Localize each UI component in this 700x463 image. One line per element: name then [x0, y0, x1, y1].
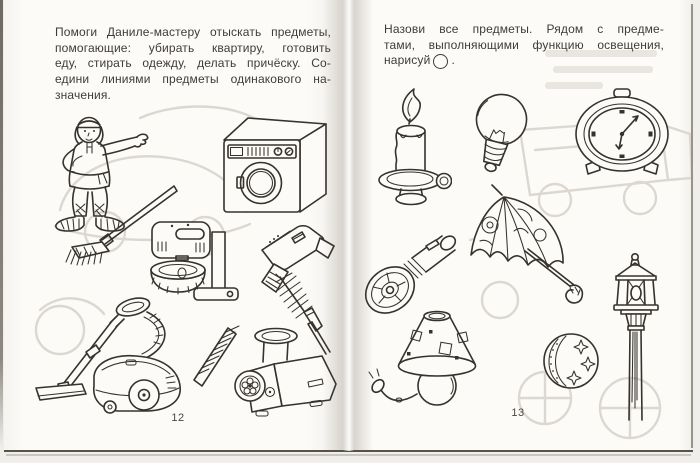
meat-grinder-illustration	[234, 321, 337, 417]
washing-machine-illustration	[223, 117, 327, 213]
instruction-line: Помоги Даниле-мастеру отыскать предметы,	[55, 25, 331, 39]
left-page-number: 12	[171, 412, 185, 424]
alarm-clock-illustration	[575, 88, 669, 175]
draw-circle-symbol	[433, 53, 449, 69]
book-left-edge	[0, 0, 3, 448]
instruction-period: .	[451, 53, 455, 68]
comb-illustration	[193, 325, 240, 387]
book-right-edge	[691, 4, 693, 448]
danila-master-illustration	[55, 116, 149, 232]
light-bulb-illustration	[475, 93, 528, 173]
table-lamp-illustration	[368, 310, 477, 406]
instruction-line: едини линиями предметы одинакового на-	[55, 72, 331, 87]
instruction-last-word: нарисуй	[384, 53, 431, 68]
vacuum-cleaner-illustration	[35, 297, 181, 414]
instruction-line: Назови все предметы. Рядом с предме-	[384, 22, 664, 36]
street-lamp-illustration	[613, 252, 659, 421]
right-page-number: 13	[511, 407, 525, 419]
instruction-line: значения.	[55, 87, 111, 102]
left-instruction-text: Помоги Даниле-мастеру отыскать предметы,…	[55, 25, 331, 104]
instruction-line: помогающие: убирать квартиру, готовить	[55, 40, 331, 55]
instruction-line: нарисуй .	[384, 53, 664, 69]
ball-illustration	[543, 333, 599, 389]
umbrella-illustration	[470, 184, 584, 304]
instruction-line: еду, стирать одежду, делать причёску. Со…	[55, 56, 331, 71]
instruction-line: тами, выполняющими функцию освещения,	[384, 37, 664, 52]
broom-illustration	[65, 185, 178, 266]
flashlight-illustration	[364, 235, 457, 314]
stand-mixer-illustration	[150, 221, 239, 301]
round-hair-brush-illustration	[275, 272, 323, 332]
candle-illustration	[378, 88, 452, 206]
right-instruction-text: Назови все предметы. Рядом с предме- там…	[384, 22, 664, 69]
